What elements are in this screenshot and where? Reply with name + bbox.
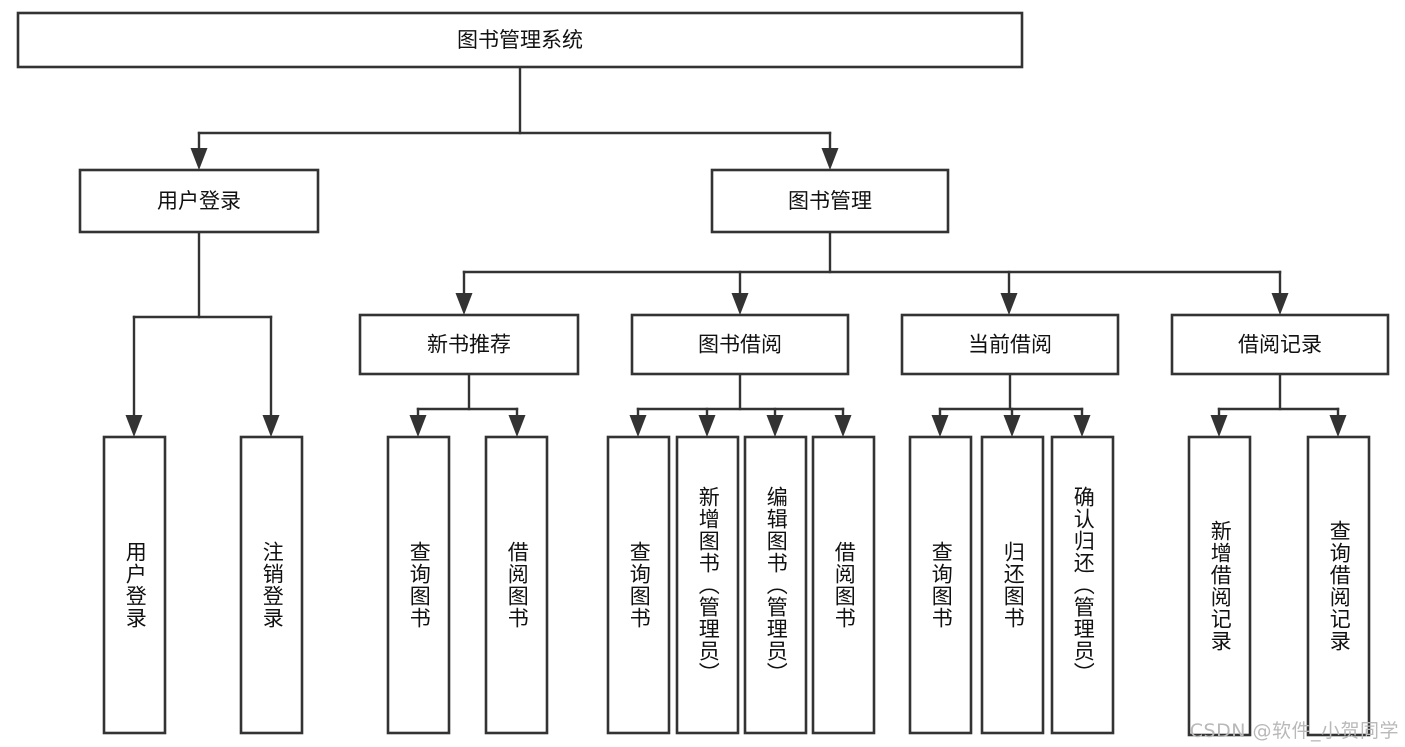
node-book-manage[interactable] (710, 168, 950, 234)
node-root-label: 图书管理系统 (457, 28, 583, 52)
node-leaf-query-borrow-record[interactable] (1306, 435, 1371, 737)
node-new-book-recommend-label: 新书推荐 (427, 333, 511, 357)
node-leaf-query-book-rec[interactable] (386, 435, 451, 735)
arrow-head-icon (190, 148, 208, 170)
arrow-head-icon (125, 415, 143, 437)
arrow-head-icon (1271, 293, 1289, 315)
node-user-login[interactable] (78, 168, 320, 234)
arrow-head-icon (1003, 415, 1021, 437)
node-leaf-edit-book[interactable] (743, 435, 808, 735)
arrow-head-icon (1073, 415, 1091, 437)
node-leaf-return-book[interactable] (980, 435, 1045, 735)
node-book-borrow-label: 图书借阅 (698, 333, 782, 357)
node-book-manage-label: 图书管理 (788, 189, 872, 213)
arrow-head-icon (1210, 415, 1228, 437)
node-borrow-record-label: 借阅记录 (1238, 333, 1322, 357)
arrow-head-icon (731, 293, 749, 315)
node-current-borrow-label: 当前借阅 (968, 333, 1052, 357)
arrow-head-icon (409, 415, 427, 437)
node-leaf-confirm-return[interactable] (1050, 435, 1115, 735)
node-leaf-query-book-borrow[interactable] (606, 435, 671, 735)
node-leaf-borrow-book[interactable] (811, 435, 876, 735)
arrow-head-icon (1000, 293, 1018, 315)
node-leaf-borrow-book-rec[interactable] (484, 435, 549, 735)
node-borrow-record[interactable] (1170, 313, 1390, 376)
node-leaf-logout-login[interactable] (239, 435, 304, 735)
arrow-head-icon (455, 293, 473, 315)
csdn-watermark: CSDN @软件_小贺同学 (1189, 720, 1399, 742)
arrow-head-icon (766, 415, 784, 437)
node-new-book-recommend[interactable] (358, 313, 580, 376)
arrow-head-icon (629, 415, 647, 437)
arrow-head-icon (508, 415, 526, 437)
arrow-head-icon (821, 148, 839, 170)
node-root[interactable] (16, 11, 1024, 69)
arrow-head-icon (698, 415, 716, 437)
arrow-head-icon (834, 415, 852, 437)
arrow-head-icon (1329, 415, 1347, 437)
arrow-head-icon (262, 415, 280, 437)
node-current-borrow[interactable] (900, 313, 1120, 376)
connectors-layer (125, 65, 1347, 437)
node-leaf-add-borrow-record[interactable] (1187, 435, 1252, 737)
node-user-login-label: 用户登录 (157, 189, 241, 213)
node-leaf-user-login[interactable] (102, 435, 167, 735)
node-book-borrow[interactable] (630, 313, 850, 376)
node-leaf-query-book-cur[interactable] (908, 435, 973, 735)
node-leaf-add-book[interactable] (675, 435, 740, 735)
arrow-head-icon (931, 415, 949, 437)
